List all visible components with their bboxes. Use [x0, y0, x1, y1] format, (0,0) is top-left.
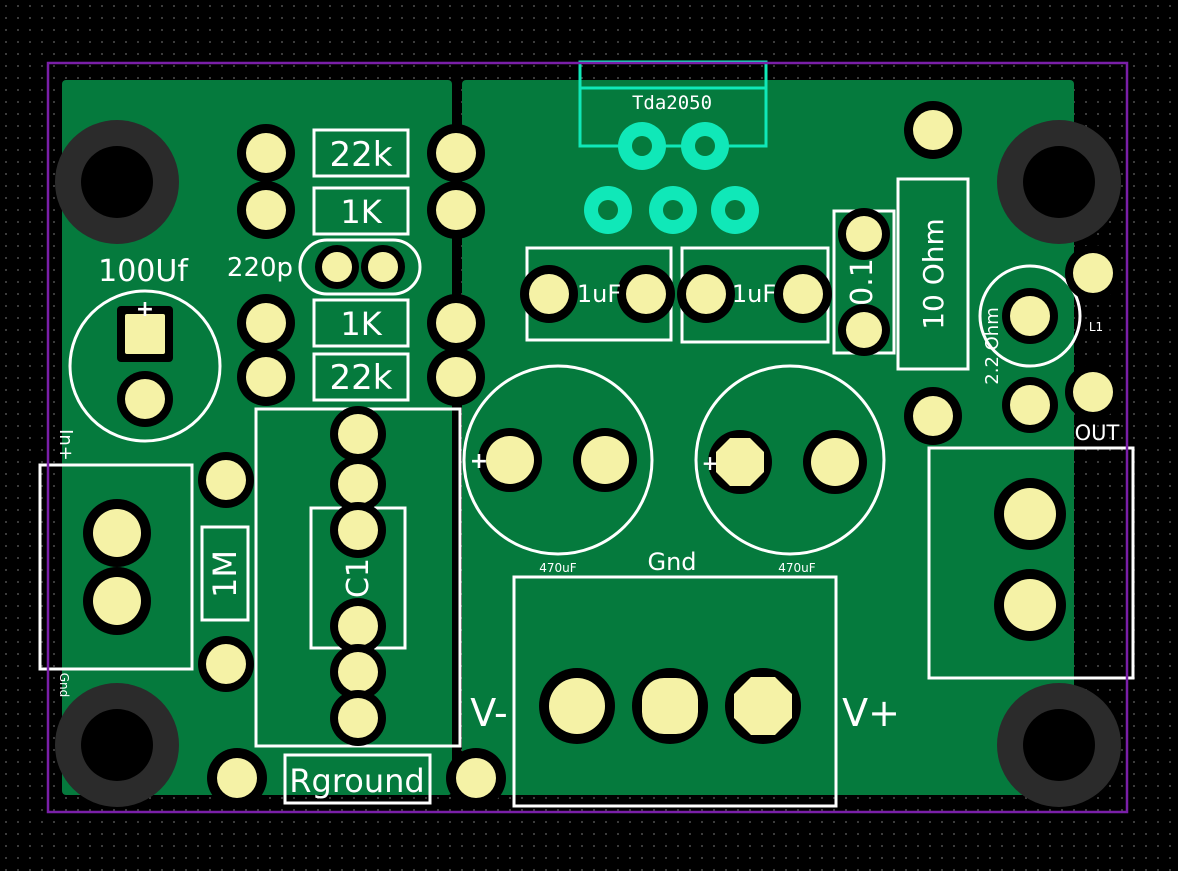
- label-gnd: Gnd: [647, 548, 696, 576]
- pad-octagon[interactable]: [725, 668, 801, 744]
- silkscreen: [38, 128, 1135, 808]
- pad[interactable]: [237, 348, 295, 406]
- label-gnd-small: Gnd: [57, 673, 71, 698]
- pad[interactable]: [207, 748, 267, 808]
- label-1k-bottom: 1K: [340, 305, 382, 343]
- pad[interactable]: [330, 644, 386, 700]
- pad[interactable]: [803, 430, 867, 494]
- pad[interactable]: [427, 181, 485, 239]
- label-v-plus: V+: [842, 691, 900, 735]
- pad[interactable]: [198, 636, 254, 692]
- pad[interactable]: [478, 428, 542, 492]
- pad[interactable]: [330, 598, 386, 654]
- resistor-22k-bottom-outline[interactable]: [312, 352, 410, 402]
- label-220p: 220p: [227, 253, 293, 283]
- pad[interactable]: [520, 265, 578, 323]
- label-22k-top: 22k: [330, 135, 393, 175]
- mounting-hole: [55, 683, 179, 807]
- pad[interactable]: [1002, 288, 1058, 344]
- capacitor-470uf-right-outline[interactable]: [694, 364, 886, 556]
- pad[interactable]: [838, 304, 890, 356]
- capacitor-100uf-outline[interactable]: [68, 289, 222, 443]
- board-outline: [46, 61, 1129, 814]
- pad-square[interactable]: [117, 306, 173, 362]
- pads: [83, 101, 1121, 808]
- input-terminal-outline[interactable]: [38, 463, 194, 671]
- resistor-1k-bottom-outline[interactable]: [312, 298, 410, 348]
- pad[interactable]: [677, 265, 735, 323]
- pad[interactable]: [573, 428, 637, 492]
- resistor-rground-outline[interactable]: [283, 753, 432, 805]
- polarity-marks: + + +: [136, 297, 719, 475]
- pad[interactable]: [446, 748, 506, 808]
- output-terminal-outline[interactable]: [927, 446, 1135, 680]
- labels: 22k 1K 220p 1K 22k 1uF 1uF 0.1 10 Ohm 2.…: [55, 135, 1120, 800]
- label-l1: L1: [1089, 320, 1103, 334]
- pad[interactable]: [539, 668, 615, 744]
- pad[interactable]: [330, 502, 386, 558]
- label-1uf-right: 1uF: [732, 280, 776, 308]
- pad-octagon[interactable]: [708, 430, 772, 494]
- resistor-1k-top-outline[interactable]: [312, 186, 410, 236]
- plus-icon: +: [702, 451, 719, 475]
- resistor-1m-outline[interactable]: [200, 525, 250, 622]
- pad[interactable]: [1002, 377, 1058, 433]
- pad[interactable]: [117, 371, 173, 427]
- pad[interactable]: [838, 208, 890, 260]
- label-2-2-ohm: 2.2 Ohm: [982, 307, 1003, 384]
- label-100uf: 100Uf: [98, 254, 189, 289]
- label-470uf-right: 470uF: [778, 561, 816, 575]
- pad[interactable]: [1065, 245, 1121, 301]
- pad[interactable]: [198, 452, 254, 508]
- mounting-holes: [55, 120, 1121, 807]
- capacitor-470uf-left-outline[interactable]: [462, 364, 654, 556]
- label-rground: Rground: [289, 762, 424, 800]
- pad[interactable]: [427, 294, 485, 352]
- pad[interactable]: [774, 265, 832, 323]
- mounting-hole: [997, 120, 1121, 244]
- pad[interactable]: [330, 406, 386, 462]
- label-470uf-left: 470uF: [539, 561, 577, 575]
- pad[interactable]: [1065, 364, 1121, 420]
- label-22k-bottom: 22k: [330, 358, 393, 398]
- label-out: OUT: [1075, 421, 1120, 445]
- resistor-22k-top-outline[interactable]: [312, 128, 410, 178]
- pad[interactable]: [315, 245, 359, 289]
- label-v-minus: V-: [470, 691, 507, 735]
- pad[interactable]: [904, 101, 962, 159]
- pad[interactable]: [237, 181, 295, 239]
- pad[interactable]: [237, 124, 295, 182]
- pad[interactable]: [617, 265, 675, 323]
- ic-label: Tda2050: [632, 92, 712, 114]
- resistor-10-ohm-outline[interactable]: [896, 177, 970, 371]
- pad[interactable]: [427, 124, 485, 182]
- pad[interactable]: [361, 245, 405, 289]
- plus-icon: +: [136, 297, 154, 322]
- label-in-plus: In+: [55, 429, 76, 461]
- label-c1: C1: [341, 558, 376, 598]
- pad[interactable]: [427, 348, 485, 406]
- pad[interactable]: [994, 478, 1066, 550]
- capacitor-220p-outline[interactable]: [298, 238, 422, 296]
- label-0-1: 0.1: [845, 258, 880, 306]
- plus-icon: +: [470, 449, 488, 474]
- pad[interactable]: [237, 294, 295, 352]
- pad[interactable]: [83, 567, 151, 635]
- pad[interactable]: [994, 569, 1066, 641]
- pad[interactable]: [83, 499, 151, 567]
- label-1k-top: 1K: [340, 193, 382, 231]
- copper-pour-right: [462, 80, 1074, 795]
- label-1m: 1M: [206, 550, 244, 598]
- mounting-hole: [997, 683, 1121, 807]
- pad[interactable]: [632, 668, 708, 744]
- pad[interactable]: [904, 387, 962, 445]
- pad[interactable]: [330, 690, 386, 746]
- power-terminal-outline[interactable]: [512, 575, 838, 808]
- mounting-hole: [55, 120, 179, 244]
- label-1uf-left: 1uF: [577, 280, 621, 308]
- label-10-ohm: 10 Ohm: [917, 218, 950, 330]
- pad[interactable]: [330, 456, 386, 512]
- inductor-l1-outline[interactable]: [978, 264, 1082, 368]
